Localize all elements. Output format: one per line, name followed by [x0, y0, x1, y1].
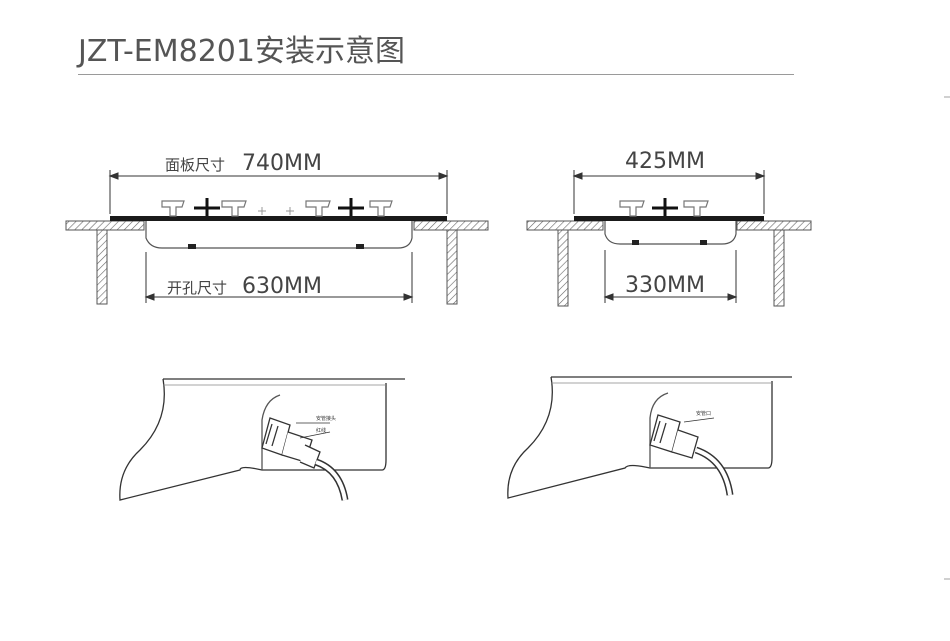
- cabinet-wall-right: [446, 229, 458, 305]
- page-title: JZT-EM8201安装示意图: [78, 34, 405, 69]
- hob-glass-panel: [574, 216, 764, 221]
- right-hob-diagram: 425MM 330MM: [526, 149, 812, 307]
- panel-dimension-line: [108, 170, 449, 214]
- cabinet-wall-left: [557, 229, 569, 307]
- panel-dimension-line: [572, 170, 766, 214]
- countertop-right-slab: [736, 220, 812, 231]
- hob-body: [604, 221, 737, 245]
- panel-size-value: 740MM: [242, 151, 322, 176]
- countertop-left-slab: [526, 220, 604, 231]
- hob-body: [145, 221, 413, 249]
- knob-marks: [258, 207, 294, 215]
- left-hob-diagram: 面板尺寸 740MM 开孔尺寸 630MM: [65, 151, 489, 305]
- countertop-left-slab: [65, 220, 145, 231]
- gas-fitting-icon: [649, 414, 699, 459]
- burner-icon: [652, 198, 678, 216]
- left-connector-detail: [119, 378, 405, 501]
- cutout-size-value: 630MM: [242, 274, 322, 299]
- burner-icons: [194, 198, 364, 216]
- cabinet-wall-left: [96, 229, 108, 305]
- connector-label-bottom: 红线: [316, 427, 326, 434]
- cutout-dimension-line: [603, 250, 738, 303]
- hob-foot: [188, 244, 196, 249]
- cutout-size-label: 开孔尺寸: [167, 279, 227, 297]
- gas-fitting-icon: [261, 417, 321, 469]
- cutout-dimension-line: [144, 252, 414, 303]
- connector-label-top: 安管接头: [316, 415, 336, 422]
- hob-foot: [700, 240, 707, 245]
- pan-supports: [619, 200, 709, 217]
- right-connector-detail: [507, 376, 792, 499]
- panel-size-value: 425MM: [625, 149, 705, 174]
- hob-foot: [356, 244, 364, 249]
- cabinet-wall-right: [773, 229, 785, 307]
- edge-mark-bottom: [944, 578, 950, 580]
- connector-label: 安管口: [696, 410, 711, 417]
- cutout-size-value: 330MM: [625, 273, 705, 298]
- pan-supports: [161, 200, 393, 217]
- hob-foot: [632, 240, 639, 245]
- title-divider: [78, 74, 794, 75]
- edge-mark-top: [944, 96, 950, 98]
- panel-size-label: 面板尺寸: [165, 156, 225, 174]
- hob-glass-panel: [110, 216, 447, 221]
- countertop-right-slab: [413, 220, 489, 231]
